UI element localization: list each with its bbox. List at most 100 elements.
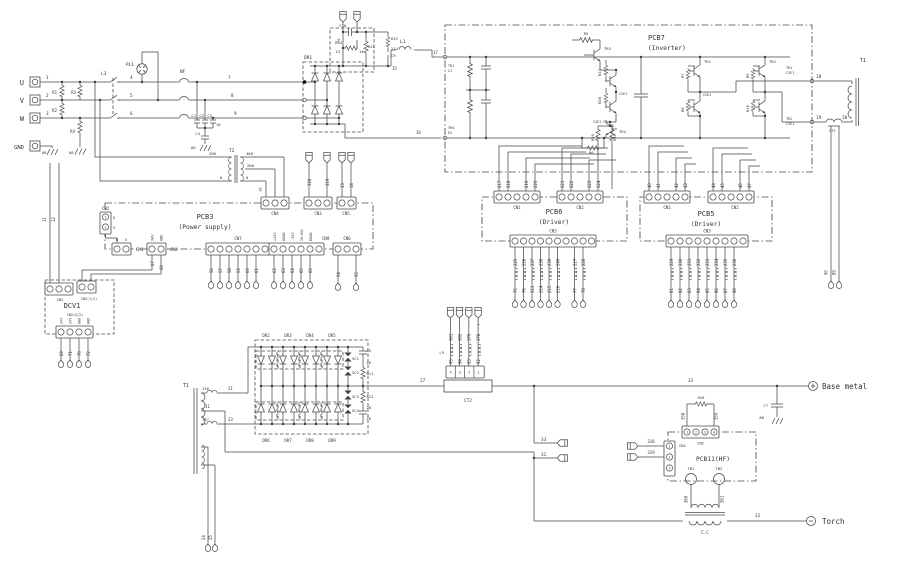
label-T1: T1 <box>183 383 189 389</box>
ferrite-bead-icon <box>557 268 560 280</box>
label-57: 57 <box>218 268 223 273</box>
label-L9: L9 <box>439 350 444 355</box>
ferrite-bead-icon <box>733 268 737 280</box>
label-80: 80 <box>69 150 74 155</box>
junctions <box>60 30 779 460</box>
label-R28: R28 <box>597 96 602 104</box>
wire-stub <box>353 11 361 32</box>
label-5: 5 <box>130 93 133 99</box>
svg-text:2: 2 <box>104 225 106 229</box>
terminal-u-label: U <box>20 79 24 87</box>
label-C2E1: C2E1 <box>786 71 794 75</box>
label-200: 200 <box>209 151 217 156</box>
wire-stub <box>455 307 464 366</box>
wire-stub <box>520 247 527 308</box>
ferrite-bead-icon <box>697 268 701 280</box>
label-90: 90 <box>824 270 829 275</box>
nf-contact <box>178 114 190 119</box>
junction-dot <box>608 124 612 128</box>
wire-stub <box>446 307 455 366</box>
wire-end-terminal-icon <box>554 300 561 308</box>
t1-core <box>193 388 198 474</box>
label-238: 238 <box>538 258 543 266</box>
connector-CN9 <box>268 242 325 256</box>
tb2-terminal <box>713 473 725 485</box>
label-14: 14 <box>349 183 354 188</box>
junction-dot <box>532 384 536 388</box>
label-DR6: DR6 <box>262 438 270 443</box>
label-46: 46 <box>738 183 743 188</box>
label-42: 42 <box>674 183 679 188</box>
junction-dot <box>341 64 345 68</box>
label-23: 23 <box>228 417 233 422</box>
label-R7: R7 <box>680 73 685 78</box>
junction-dot <box>639 55 643 59</box>
diode <box>278 384 288 426</box>
igbt-tr1 <box>689 62 701 80</box>
pcb5-box <box>639 196 773 242</box>
faston-terminal-icon <box>353 11 361 22</box>
igbt <box>689 98 701 116</box>
label-237: 237 <box>530 258 535 266</box>
wire-end-terminal-icon <box>58 360 64 368</box>
junction-dot <box>346 384 350 388</box>
resistor-r22 <box>385 36 391 48</box>
ferrite-bead-icon <box>670 268 674 280</box>
wire-end-terminal-icon <box>244 281 250 289</box>
label-C4: C4 <box>195 131 200 136</box>
wire-stub <box>253 255 259 289</box>
faston-terminal-icon <box>347 152 355 163</box>
wire-end-terminal-icon <box>67 360 73 368</box>
label-TR1: TR1 <box>448 64 454 68</box>
junction-dot <box>337 116 341 120</box>
faston-terminal-icon <box>557 454 568 462</box>
wire-stub <box>668 247 674 308</box>
junction-dot <box>698 90 702 94</box>
earth-icon <box>74 148 86 155</box>
wire-stub <box>58 338 64 368</box>
junction-dot <box>195 80 199 84</box>
igbt-tr3 <box>589 46 601 64</box>
label-13: 13 <box>340 183 345 188</box>
label-58: 58 <box>227 268 232 273</box>
connector-CN5 <box>336 196 357 210</box>
wire-stub <box>677 247 683 308</box>
wire-stub <box>546 247 552 308</box>
cc-secondary <box>688 520 722 526</box>
terminal-v-label: V <box>20 97 25 105</box>
label-45: 45 <box>720 183 725 188</box>
label-40: 40 <box>647 183 652 188</box>
wire-stub <box>76 338 82 368</box>
label-SC4: SC4 <box>352 408 360 413</box>
resistor-r28 <box>603 92 609 104</box>
label-CN3: CN3 <box>549 229 557 234</box>
label-C2E1: C2E1 <box>786 122 794 126</box>
resistor-r4 <box>77 120 83 134</box>
wire-end-terminal-icon <box>212 544 218 552</box>
label-27: 27 <box>420 378 426 384</box>
label-69: 69 <box>59 351 64 356</box>
label-379: 379 <box>467 333 472 341</box>
ferrite-bead-icon <box>706 268 710 280</box>
faston-terminal-icon <box>305 152 313 163</box>
balance-resistor <box>467 62 473 78</box>
label-GND: GND <box>78 318 82 324</box>
wiring-input-section <box>40 51 303 283</box>
junction-dot <box>775 384 779 388</box>
label-0: 0 <box>246 175 249 180</box>
label-TR4: TR4 <box>619 129 627 134</box>
l3-contact <box>108 94 120 101</box>
wire-stub <box>212 465 218 552</box>
label-234: 234 <box>714 258 719 266</box>
wire-end-terminal-icon <box>686 300 692 308</box>
wire-stub <box>552 439 568 447</box>
ferrite-bead-icon <box>540 268 543 280</box>
junction-dot <box>78 80 82 84</box>
junction-dot <box>60 80 64 84</box>
terminal-w <box>29 112 41 124</box>
label-77: 77 <box>572 288 577 293</box>
junction-dot <box>698 114 702 118</box>
label-C2E1 C1: C2E1 C1 <box>593 120 607 124</box>
